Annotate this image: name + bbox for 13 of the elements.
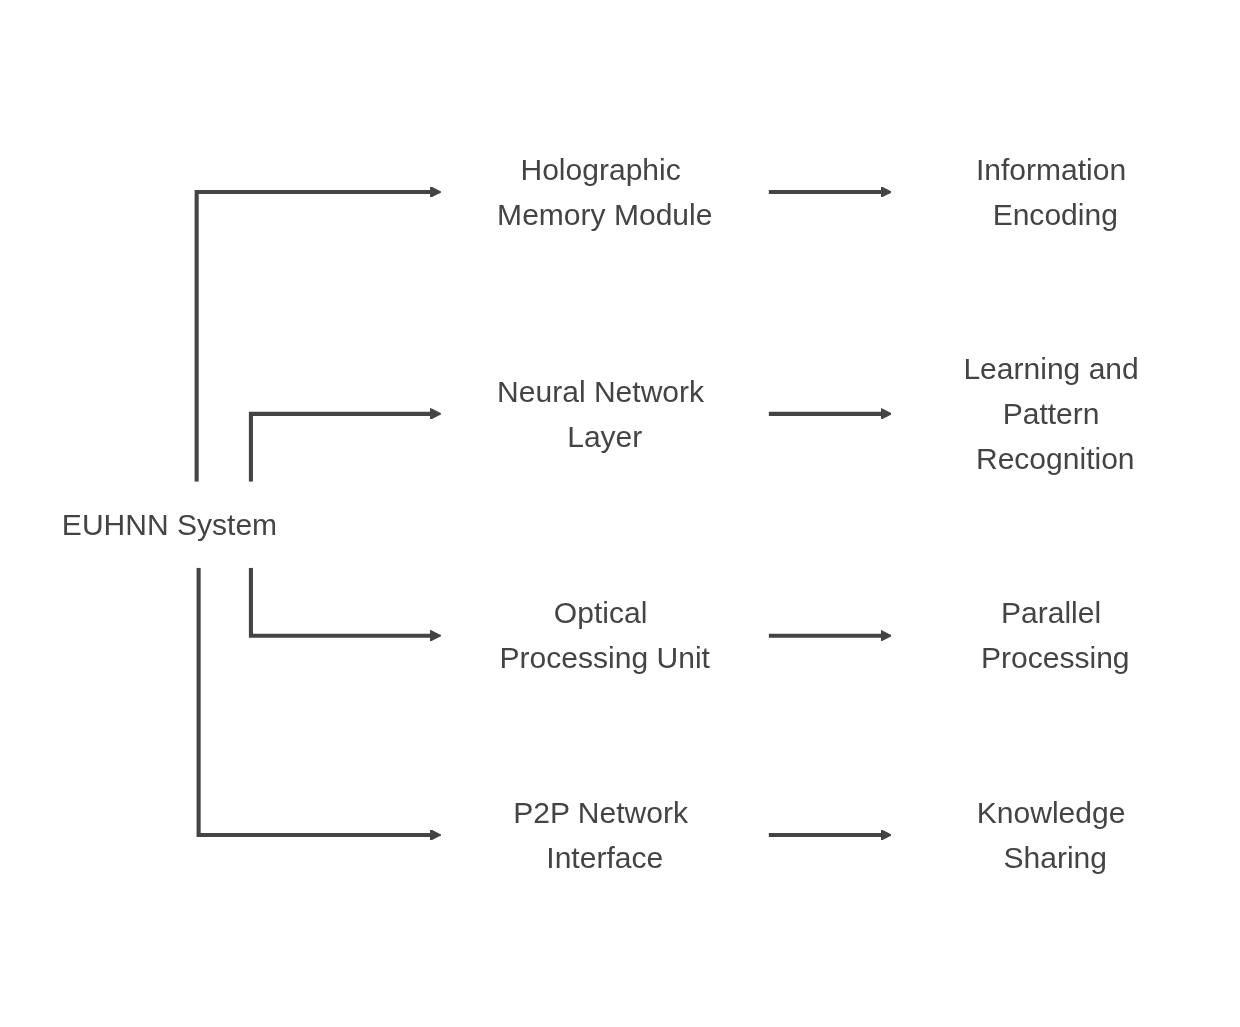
node-text: Holographic Memory Module: [497, 152, 713, 232]
arrow: [248, 567, 442, 642]
node-text: Parallel Processing: [980, 596, 1130, 676]
node-text: Learning and Pattern Recognition: [963, 351, 1139, 476]
arrow: [194, 186, 442, 482]
node-text: Neural Network Layer: [497, 374, 705, 454]
node-text: Knowledge Sharing: [976, 795, 1126, 875]
node-text: EUHNN System: [61, 507, 278, 542]
node-text: Information Encoding: [975, 152, 1127, 232]
node-text: P2P Network Interface: [513, 795, 688, 875]
arrow: [248, 407, 442, 482]
arrow: [196, 567, 442, 841]
node-text: Optical Processing Unit: [499, 596, 710, 676]
